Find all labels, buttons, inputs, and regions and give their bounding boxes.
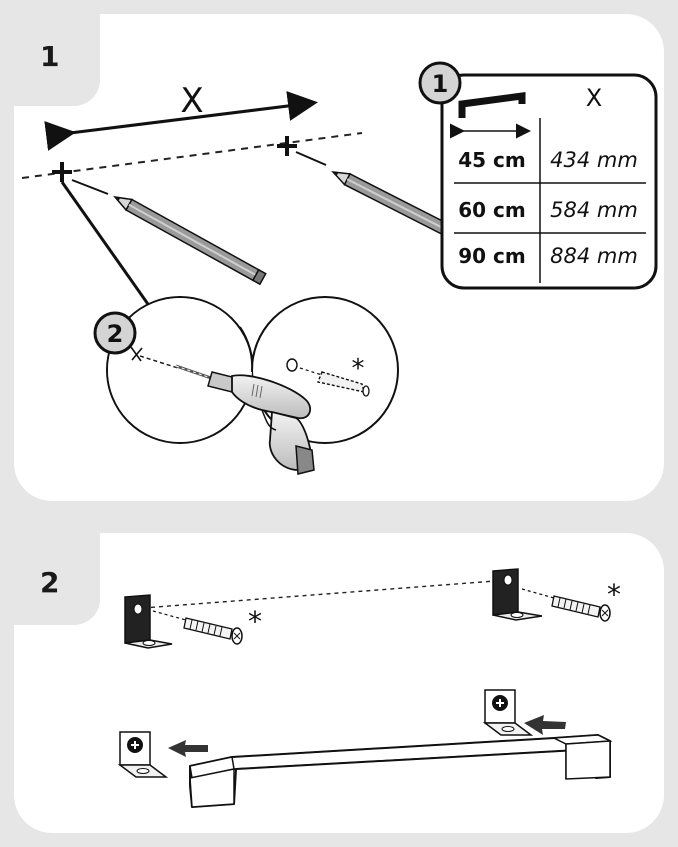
step-2-tab — [14, 533, 100, 625]
plus-mark-left-icon — [52, 162, 72, 182]
callout-badge-1-label: 1 — [432, 70, 449, 98]
mounted-bracket-left-icon — [117, 731, 169, 778]
pencil-left-icon — [113, 195, 267, 286]
wall-bracket-right-icon — [492, 568, 543, 621]
rail-profile-icon — [458, 92, 526, 118]
table-size-1: 45 cm — [458, 148, 526, 172]
drill-mark-icon — [130, 346, 143, 362]
insert-arrow-left-icon — [168, 740, 208, 757]
table-size-3: 90 cm — [458, 244, 526, 268]
screw-left-icon — [183, 617, 243, 645]
towel-rail-icon — [189, 734, 613, 808]
callout-badge-1 — [418, 61, 462, 105]
table-x-1: 434 mm — [550, 148, 638, 172]
table-x-2: 584 mm — [550, 198, 638, 222]
wall-bracket-left-icon — [124, 594, 173, 649]
table-x-3: 884 mm — [550, 244, 638, 268]
step-1-number: 1 — [40, 40, 60, 73]
plus-mark-right-icon — [277, 136, 297, 156]
screw-right-asterisk: * — [607, 578, 621, 611]
callout-badge-2 — [93, 311, 137, 355]
insert-arrow-right-icon — [524, 715, 566, 735]
plug-asterisk: * — [352, 354, 365, 384]
alignment-line — [142, 579, 509, 609]
measure-label: X — [180, 81, 203, 121]
wall-plug-icon — [317, 371, 370, 397]
screw-left-asterisk: * — [248, 605, 262, 638]
measure-arrow — [44, 91, 318, 151]
mounted-bracket-right-icon — [482, 689, 534, 736]
callout-badge-2-label: 2 — [107, 320, 124, 348]
table-size-2: 60 cm — [458, 198, 526, 222]
hole-icon — [286, 358, 298, 372]
drill-icon — [175, 364, 315, 475]
screw-right-icon — [551, 595, 611, 622]
step-2-number: 2 — [40, 566, 60, 599]
dashed-level-line — [21, 132, 363, 179]
table-header-x: X — [586, 84, 602, 112]
step-2-panel — [14, 533, 664, 833]
pencil-right-icon — [331, 171, 449, 236]
step-1-tab — [14, 14, 100, 106]
